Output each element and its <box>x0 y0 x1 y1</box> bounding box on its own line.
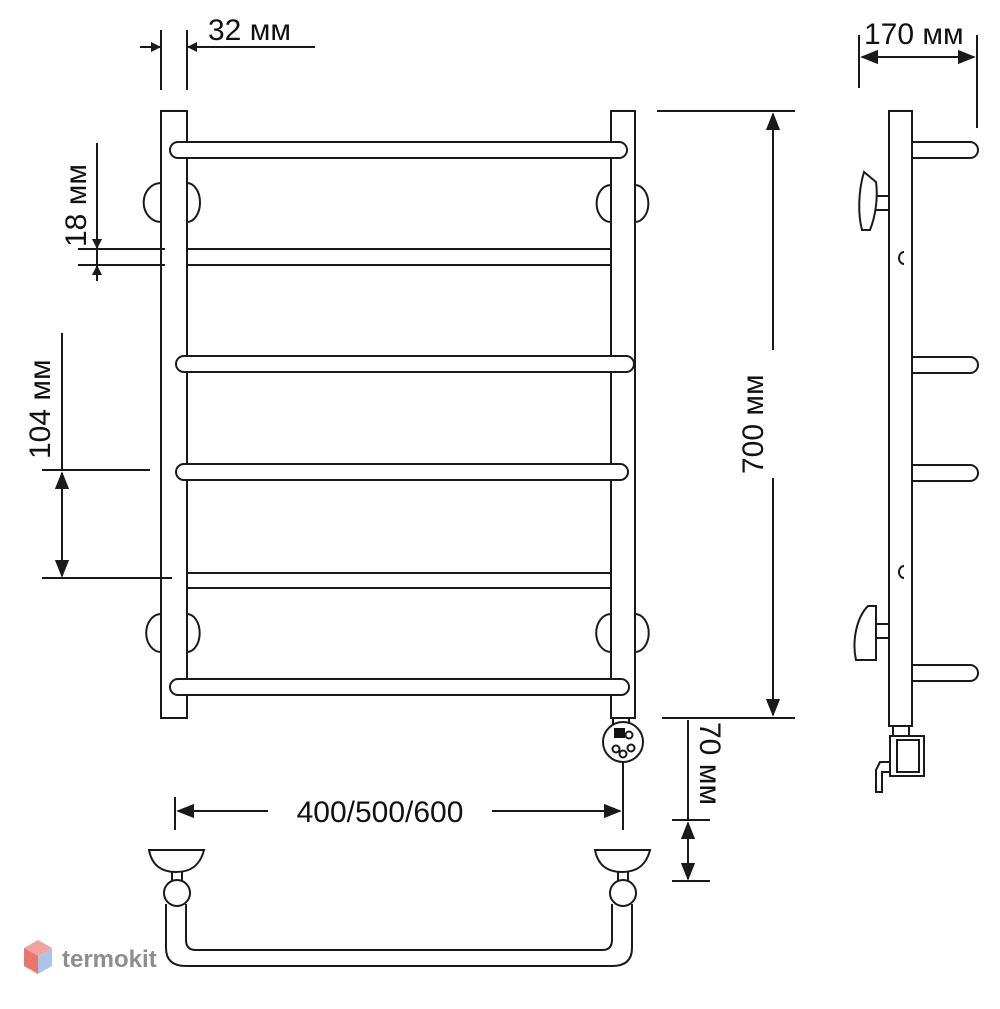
bottom-tube-outer <box>165 904 633 967</box>
side-mount-bottom <box>853 605 889 661</box>
watermark: termokit <box>24 940 157 974</box>
bottom-holder-left <box>147 849 206 907</box>
dimension-labels: 32 мм 170 мм 18 мм 104 мм 700 мм 70 мм 4… <box>24 14 964 829</box>
panel-3 <box>186 370 612 466</box>
mount-bracket-top-left <box>142 182 201 223</box>
side-hole-2 <box>898 565 905 579</box>
heater-element <box>602 717 644 828</box>
mount-bracket-top-right <box>595 184 650 223</box>
logo-left-face <box>24 948 38 974</box>
front-view <box>142 110 650 828</box>
side-crossbar-3 <box>912 464 979 482</box>
logo-right-face <box>38 948 52 974</box>
bottom-holder-right <box>593 849 652 907</box>
watermark-text: termokit <box>62 946 157 973</box>
termokit-logo-icon <box>24 940 52 974</box>
dimension-label-bar-thickness: 18 мм <box>60 164 93 247</box>
side-crossbar-4 <box>912 664 979 682</box>
dimension-label-bar-width: 32 мм <box>208 14 291 47</box>
left-post <box>160 110 188 719</box>
dimension-label-width-options: 400/500/600 <box>297 796 464 829</box>
dimension-label-height: 700 мм <box>737 374 770 474</box>
side-crossbar-2 <box>912 356 979 374</box>
bottom-tube-inner <box>185 904 613 951</box>
crossbar-2 <box>175 355 635 373</box>
panel-1 <box>186 154 612 250</box>
side-mount-top <box>858 170 889 231</box>
dimension-label-heater-length: 70 мм <box>693 722 726 805</box>
side-view <box>853 110 979 793</box>
crossbar-3 <box>175 463 629 481</box>
panel-2 <box>186 264 612 363</box>
side-crossbar-1 <box>912 141 979 159</box>
panel-5 <box>186 587 612 681</box>
crossbar-1 <box>169 141 628 159</box>
mount-bracket-bottom-left <box>145 613 201 653</box>
panel-4 <box>186 478 612 574</box>
right-post <box>610 110 636 719</box>
dimension-lines <box>42 30 978 882</box>
side-post <box>888 110 913 727</box>
bottom-view <box>147 849 652 967</box>
mount-bracket-bottom-right <box>595 613 650 653</box>
dimension-label-depth: 170 мм <box>864 18 964 51</box>
dimension-label-bar-spacing: 104 мм <box>24 359 57 459</box>
side-heater <box>875 725 925 793</box>
crossbar-4 <box>169 678 630 696</box>
side-hole-1 <box>898 251 905 265</box>
